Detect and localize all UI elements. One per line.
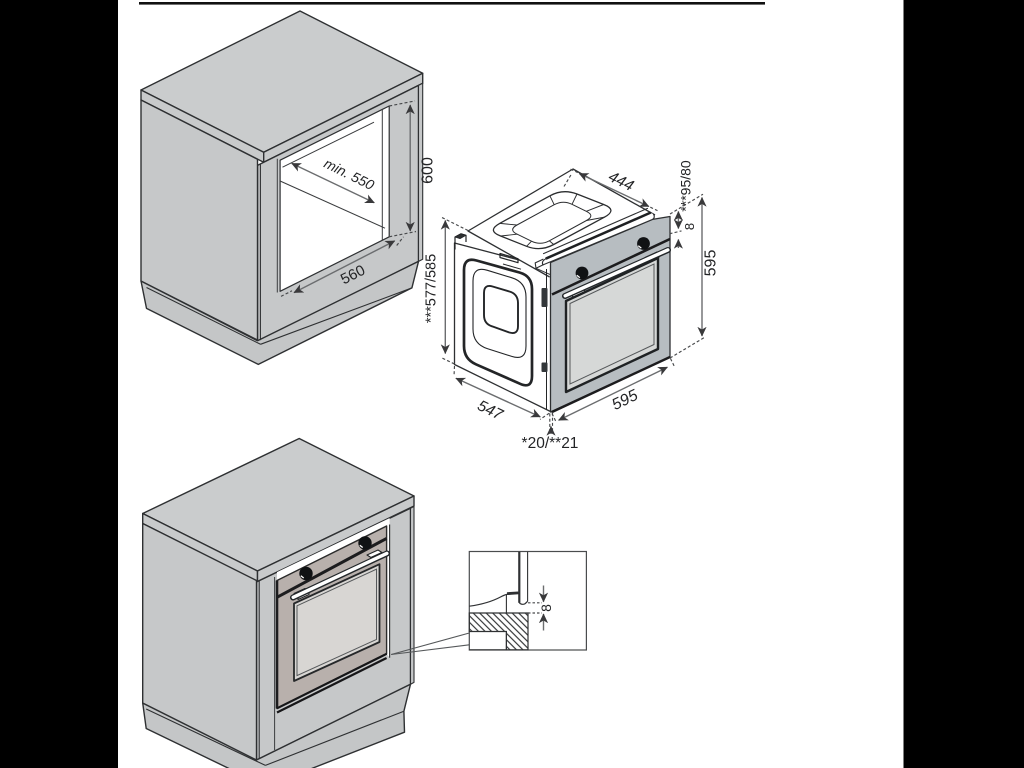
svg-text:***95/80: ***95/80 [678,160,694,212]
svg-text:595: 595 [703,250,720,277]
svg-text:8: 8 [538,604,554,612]
svg-text:8: 8 [682,223,697,230]
svg-text:600: 600 [420,157,437,184]
svg-text:*20/**21: *20/**21 [522,435,579,452]
svg-text:***577/585: ***577/585 [424,254,440,323]
